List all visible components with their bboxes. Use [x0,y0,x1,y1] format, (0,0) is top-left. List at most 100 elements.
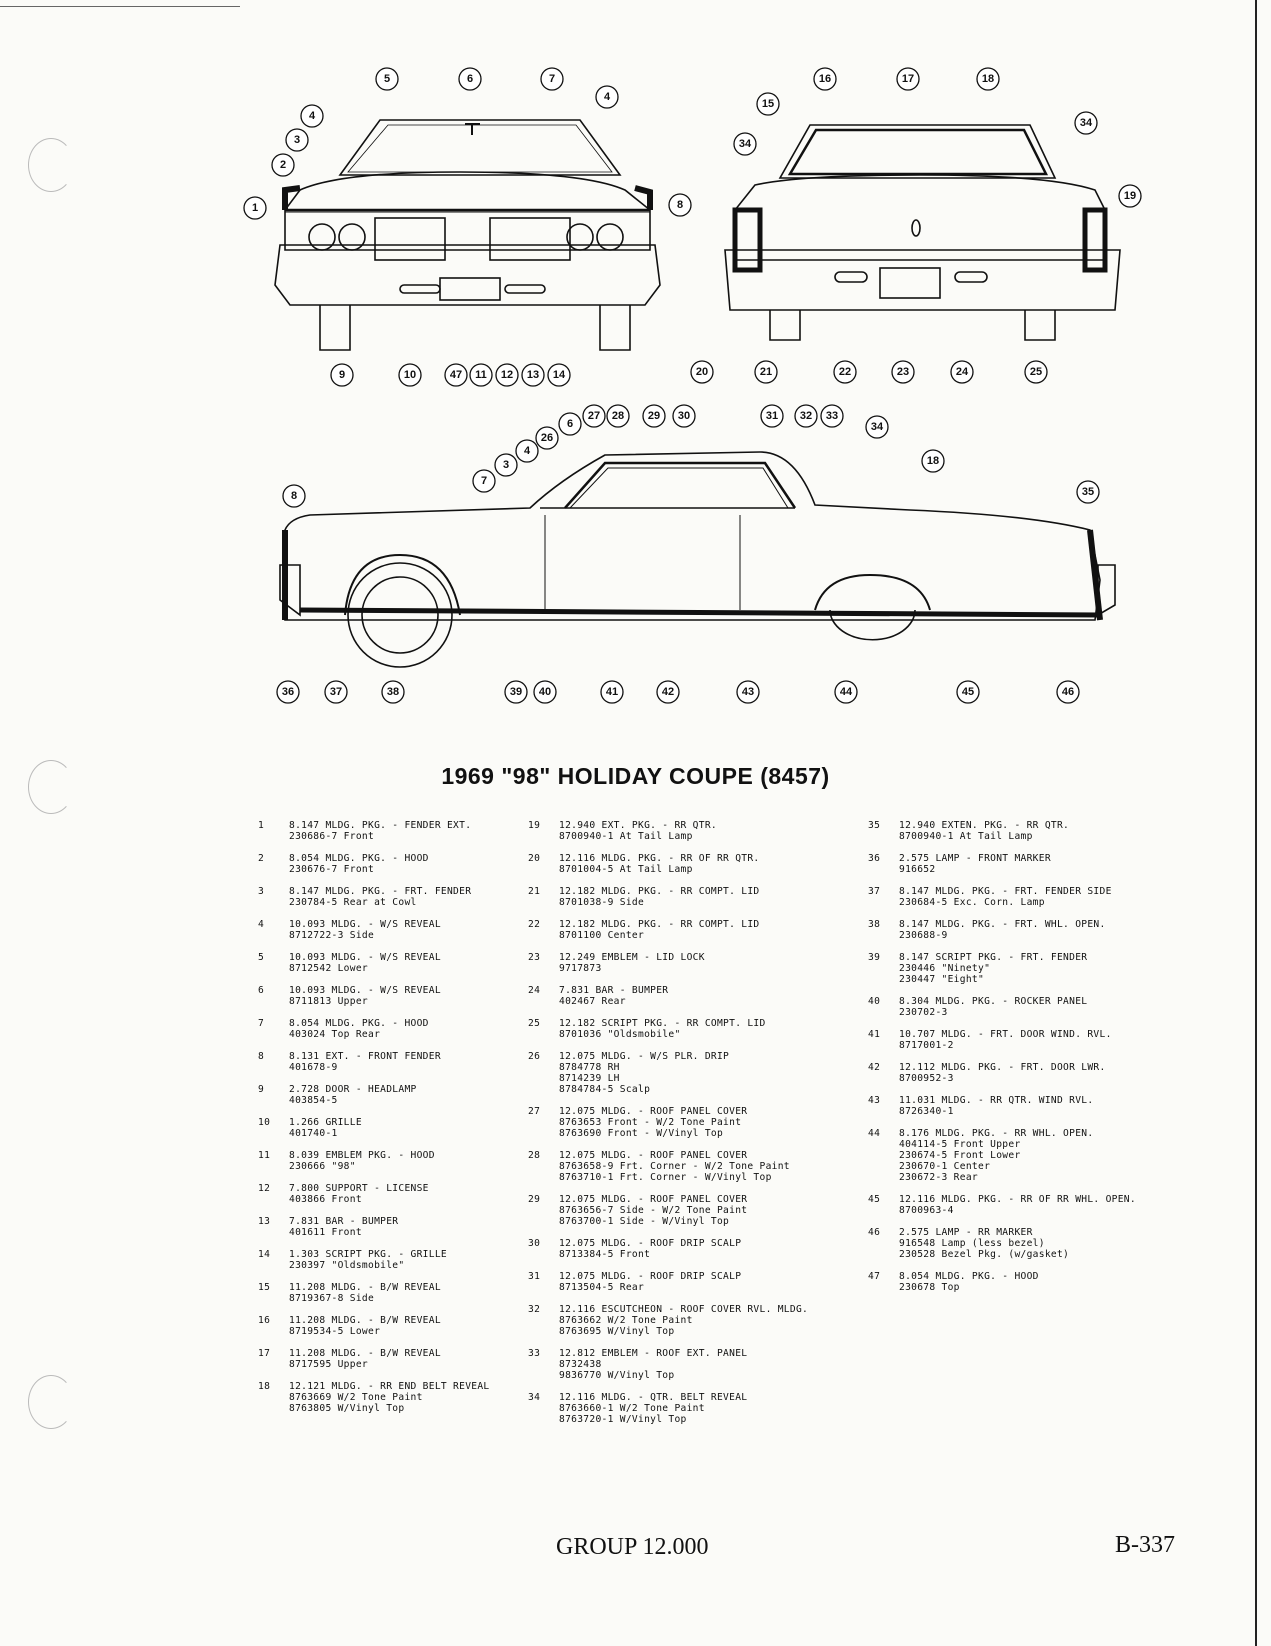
part-number: 17 [258,1348,271,1359]
callout-label: 30 [678,410,690,422]
part-line: 7.831 BAR - BUMPER [559,985,669,996]
part-line: 8763720-1 W/Vinyl Top [559,1414,687,1425]
part-description: 12.112 MLDG. PKG. - FRT. DOOR LWR.870095… [899,1062,1188,1084]
part-line: 403024 Top Rear [289,1029,381,1040]
callout-label: 20 [696,366,708,378]
part-description: 12.116 ESCUTCHEON - ROOF COVER RVL. MLDG… [559,1304,853,1337]
part-number: 40 [868,996,881,1007]
part-description: 12.116 MLDG. PKG. - RR OF RR QTR.8701004… [559,853,853,875]
page-title: 1969 "98" HOLIDAY COUPE (8457) [441,763,830,789]
callout-label: 11 [475,369,487,381]
part-line: 8.054 MLDG. PKG. - HOOD [289,1018,429,1029]
part-line: 1.303 SCRIPT PKG. - GRILLE [289,1249,447,1260]
callout-label: 19 [1124,190,1136,202]
part-line: 8763690 Front - W/Vinyl Top [559,1128,724,1139]
part-line: 12.940 EXTEN. PKG. - RR QTR. [899,820,1070,831]
part-number: 46 [868,1227,881,1238]
part-description: 10.707 MLDG. - FRT. DOOR WIND. RVL.87170… [899,1029,1188,1051]
part-number: 29 [528,1194,541,1205]
callout-label: 4 [604,91,611,103]
part-number: 2 [258,853,265,864]
part-line: 8.147 MLDG. PKG. - FENDER EXT. [289,820,472,831]
part-line: 403866 Front [289,1194,362,1205]
part-number: 13 [258,1216,271,1227]
car-diagram: 1 2 3 4 4 5 6 7 8 9 10 47 11 12 13 14 15… [243,67,1142,704]
callout-label: 21 [760,366,772,378]
part-line: 230686-7 Front [289,831,375,842]
punch-hole-mark [28,760,74,814]
rear-callouts [690,67,1142,384]
part-number: 9 [258,1084,265,1095]
part-description: 8.147 MLDG. PKG. - FRT. WHL. OPEN.230688… [899,919,1188,941]
part-line: 12.075 MLDG. - ROOF DRIP SCALP [559,1238,742,1249]
callout-label: 13 [527,369,539,381]
part-number: 42 [868,1062,881,1073]
part-line: 8.147 SCRIPT PKG. - FRT. FENDER [899,952,1088,963]
callout-label: 17 [902,73,914,85]
callout-label: 1 [252,202,258,214]
rear-view-drawing [724,124,1121,341]
group-label: GROUP 12.000 [556,1534,709,1560]
part-line: 404114-5 Front Upper [899,1139,1021,1150]
part-line: 12.112 MLDG. PKG. - FRT. DOOR LWR. [899,1062,1106,1073]
part-line: 402467 Rear [559,996,626,1007]
part-line: 230666 "98" [289,1161,356,1172]
part-description: 12.940 EXTEN. PKG. - RR QTR.8700940-1 At… [899,820,1188,842]
callout-label: 14 [553,369,566,381]
callout-label: 3 [503,459,509,471]
part-line: 11.208 MLDG. - B/W REVEAL [289,1315,441,1326]
part-number: 19 [528,820,541,831]
part-line: 8763700-1 Side - W/Vinyl Top [559,1216,730,1227]
part-line: 401740-1 [289,1128,338,1139]
part-line: 401678-9 [289,1062,338,1073]
part-line: 8784784-5 Scalp [559,1084,651,1095]
callout-label: 16 [819,73,831,85]
part-number: 6 [258,985,265,996]
part-line: 230688-9 [899,930,948,941]
punch-hole-mark [28,1375,74,1429]
callout-label: 15 [762,98,774,110]
part-line: 12.182 MLDG. PKG. - RR COMPT. LID [559,886,760,897]
callout-label: 9 [339,369,345,381]
callout-label: 12 [501,369,513,381]
part-line: 8719367-8 Side [289,1293,375,1304]
callout-label: 8 [677,199,683,211]
part-line: 7.831 BAR - BUMPER [289,1216,399,1227]
part-number: 45 [868,1194,881,1205]
part-line: 8713504-5 Rear [559,1282,645,1293]
part-line: 8763695 W/Vinyl Top [559,1326,675,1337]
page-number: B-337 [1115,1532,1175,1558]
part-line: 230397 "Oldsmobile" [289,1260,405,1271]
